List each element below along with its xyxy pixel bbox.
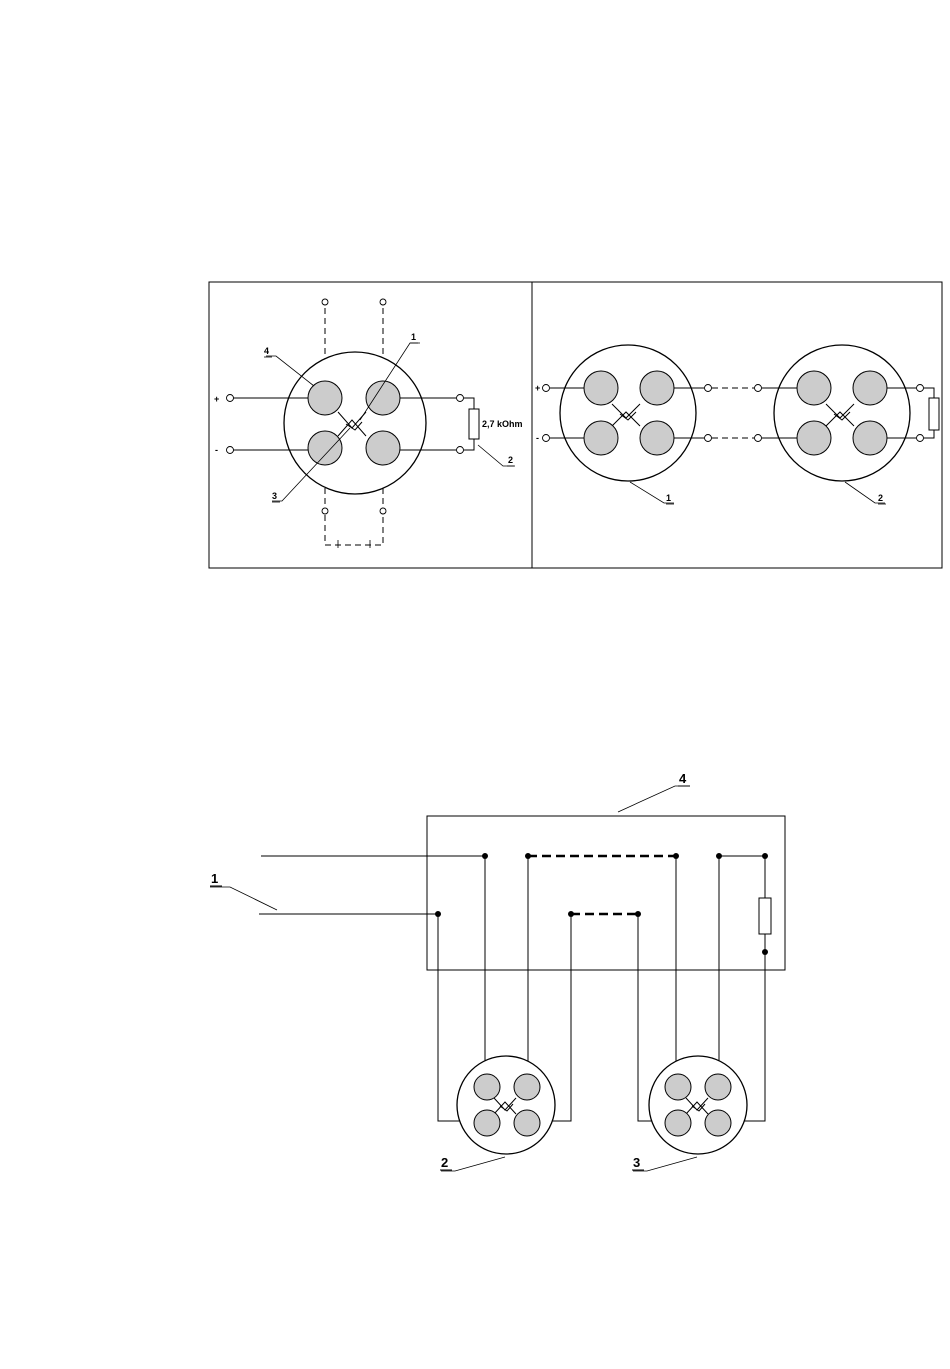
- junction-dot: [635, 911, 641, 917]
- callout-1: 1: [211, 871, 218, 886]
- junction-dot: [435, 911, 441, 917]
- contact-pin: [584, 421, 618, 455]
- terminal-open-circle: [755, 385, 762, 392]
- dashed-loop-line: [325, 515, 383, 545]
- contact-pin: [366, 381, 400, 415]
- detector-base: [560, 345, 696, 481]
- contact-pin: [665, 1074, 691, 1100]
- junction-dot: [673, 853, 679, 859]
- terminal-open-circle: [227, 447, 234, 454]
- contact-pin: [665, 1110, 691, 1136]
- resistor-value-label: 2,7 kOhm: [482, 419, 523, 429]
- contact-pin: [640, 421, 674, 455]
- contact-pin: [797, 371, 831, 405]
- callout-4: 4: [264, 346, 269, 356]
- plus-sign: +: [214, 394, 219, 404]
- contact-pin: [584, 371, 618, 405]
- leader-line: [633, 1157, 697, 1171]
- junction-box: [427, 816, 785, 970]
- contact-pin: [308, 431, 342, 465]
- contact-pin: [705, 1110, 731, 1136]
- junction-dot: [762, 949, 768, 955]
- terminal-open-circle: [917, 385, 924, 392]
- junction-dot: [525, 853, 531, 859]
- contact-pin: [474, 1110, 500, 1136]
- junction-dot: [568, 911, 574, 917]
- terminal-open-circle: [457, 395, 464, 402]
- leader-line: [441, 1157, 505, 1171]
- end-of-line-resistor: [469, 409, 479, 439]
- callout-2: 2: [508, 455, 513, 465]
- callout-1: 1: [666, 493, 671, 503]
- callout-2: 2: [878, 493, 883, 503]
- junction-dot: [482, 853, 488, 859]
- terminal-open-circle: [917, 435, 924, 442]
- terminal-open-circle: [543, 385, 550, 392]
- leader-line: [210, 887, 277, 910]
- callout-2: 2: [441, 1155, 448, 1170]
- leader-line: [618, 786, 688, 812]
- terminal-open-circle: [227, 395, 234, 402]
- contact-pin: [514, 1074, 540, 1100]
- junction-dot: [762, 853, 768, 859]
- terminal-open-circle: [380, 508, 386, 514]
- terminal-open-circle: [380, 299, 386, 305]
- detector-base: [774, 345, 910, 481]
- minus-sign: -: [215, 445, 218, 455]
- contact-pin: [705, 1074, 731, 1100]
- wire: [719, 856, 765, 898]
- contact-pin: [853, 421, 887, 455]
- end-of-line-resistor: [929, 398, 939, 430]
- figure-b-panel: + - 1 2: [532, 282, 942, 568]
- terminal-open-circle: [705, 435, 712, 442]
- detector-base: [457, 1056, 555, 1154]
- minus-sign: -: [536, 433, 539, 443]
- figure-a-panel: + - 2,7 kOhm 4 1 3 2: [209, 282, 532, 568]
- terminal-open-circle: [755, 435, 762, 442]
- dashed-loop-line: [338, 540, 370, 548]
- callout-3: 3: [633, 1155, 640, 1170]
- terminal-open-circle: [457, 447, 464, 454]
- junction-dot: [716, 853, 722, 859]
- terminal-open-circle: [705, 385, 712, 392]
- contact-pin: [797, 421, 831, 455]
- end-of-line-resistor: [759, 898, 771, 934]
- callout-4: 4: [679, 771, 687, 786]
- contact-pin: [308, 381, 342, 415]
- contact-pin: [640, 371, 674, 405]
- contact-pin: [514, 1110, 540, 1136]
- terminal-open-circle: [543, 435, 550, 442]
- terminal-open-circle: [322, 299, 328, 305]
- contact-pin: [853, 371, 887, 405]
- callout-3: 3: [272, 491, 277, 501]
- contact-pin: [474, 1074, 500, 1100]
- figure-c-wiring: 1 4 2 3: [210, 771, 785, 1171]
- callout-1: 1: [411, 332, 416, 342]
- contact-pin: [366, 431, 400, 465]
- detector-base: [649, 1056, 747, 1154]
- plus-sign: +: [535, 383, 540, 393]
- terminal-open-circle: [322, 508, 328, 514]
